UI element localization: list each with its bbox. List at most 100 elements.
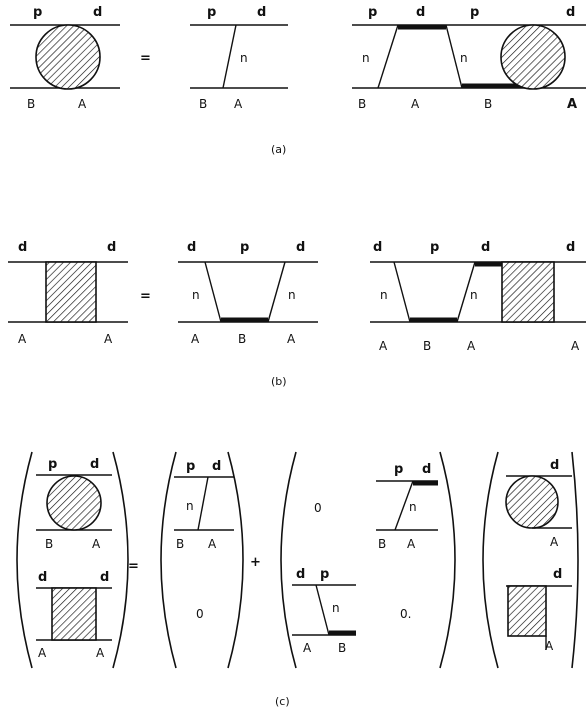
label-top-2: p xyxy=(430,240,439,255)
label-bottom-2: A xyxy=(411,97,420,111)
label-A: A xyxy=(208,537,217,551)
label-A-right: A xyxy=(96,646,105,660)
label-bottom-right: A xyxy=(104,332,113,346)
label-bottom-left: B xyxy=(199,97,207,111)
label-top-3: p xyxy=(470,5,479,20)
left-paren xyxy=(280,451,297,669)
panel-c: p d B A d d A A = p d n B A 0 + xyxy=(16,451,579,708)
label-A: A xyxy=(550,535,559,549)
label-B: B xyxy=(176,537,184,551)
label-p: p xyxy=(48,457,57,472)
equals-sign: = xyxy=(140,51,151,66)
label-bottom-left: A xyxy=(18,332,27,346)
label-B: B xyxy=(338,641,346,655)
label-bottom-2: B xyxy=(423,339,431,353)
left-paren xyxy=(16,451,33,669)
panel-b-middle-diagram: d p d n n A B A xyxy=(178,240,318,346)
label-top-1: d xyxy=(373,240,382,255)
label-bottom-mid: B xyxy=(238,332,246,346)
zero-entry-top: 0 xyxy=(314,501,322,515)
label-top-3: d xyxy=(481,240,490,255)
label-p: p xyxy=(186,459,195,474)
label-bottom-1: A xyxy=(379,339,388,353)
caption-a: (a) xyxy=(271,143,286,156)
label-d-2: d xyxy=(553,567,562,582)
panel-b-left-diagram: d d A A xyxy=(8,240,128,346)
label-top-right: d xyxy=(296,240,305,255)
neutron-line-1 xyxy=(393,261,411,323)
label-bottom-4: A xyxy=(571,339,580,353)
hatched-box-blob xyxy=(501,261,555,323)
label-n-left: n xyxy=(192,288,200,302)
right-paren xyxy=(439,451,456,669)
label-bottom-1: B xyxy=(358,97,366,111)
label-A: A xyxy=(407,537,416,551)
label-n-2: n xyxy=(332,601,340,615)
panel-c-matrix-4: d A d A xyxy=(482,451,579,669)
label-bottom-right: A xyxy=(234,97,243,111)
equals-sign: = xyxy=(140,289,151,304)
panel-a-middle-diagram: p d n B A xyxy=(190,5,288,111)
neutron-line-2 xyxy=(456,261,476,323)
label-top-right: d xyxy=(257,5,266,20)
label-bottom-left: B xyxy=(27,97,35,111)
label-d: d xyxy=(296,567,305,582)
label-top-4: d xyxy=(566,5,575,20)
hatched-box-blob xyxy=(51,587,97,641)
right-paren xyxy=(571,451,579,669)
label-top-1: p xyxy=(368,5,377,20)
label-d: d xyxy=(550,458,559,473)
label-B: B xyxy=(378,537,386,551)
label-A-2: A xyxy=(545,639,554,653)
label-d: d xyxy=(90,457,99,472)
label-d: d xyxy=(422,462,431,477)
label-bottom-3: B xyxy=(484,97,492,111)
right-paren xyxy=(227,451,244,669)
label-d-left: d xyxy=(38,570,47,585)
label-n-1: n xyxy=(362,51,370,65)
caption-c: (c) xyxy=(275,695,290,708)
label-top-left: d xyxy=(18,240,27,255)
neutron-line-left xyxy=(204,261,222,323)
label-top-left: p xyxy=(207,5,216,20)
panel-b: d d A A = d p d n n A B A xyxy=(8,240,586,388)
label-n: n xyxy=(186,499,194,513)
neutron-line-1 xyxy=(377,24,399,89)
neutron-line xyxy=(394,480,414,531)
panel-c-matrix-1: p d B A d d A A xyxy=(16,451,129,669)
panel-a-left-diagram: p d B A xyxy=(10,5,120,111)
label-p: p xyxy=(320,567,329,582)
label-n-right: n xyxy=(288,288,296,302)
label-d-right: d xyxy=(100,570,109,585)
hatched-box-blob xyxy=(45,261,97,323)
left-paren xyxy=(482,451,499,669)
panel-c-matrix-2: p d n B A 0 xyxy=(160,451,244,669)
label-top-left: d xyxy=(187,240,196,255)
label-A: A xyxy=(92,537,101,551)
label-bottom-right: A xyxy=(78,97,87,111)
panel-b-right-diagram: d p d d n n A B A A xyxy=(370,240,586,353)
panel-a: p d B A = p d n B A p d p xyxy=(10,5,586,156)
equals-sign: = xyxy=(128,559,139,574)
label-bottom-3: A xyxy=(467,339,476,353)
neutron-line-2 xyxy=(315,584,330,636)
label-n-1: n xyxy=(380,288,388,302)
label-n: n xyxy=(409,500,417,514)
panel-c-matrix-3: 0 p d n B A d p n A B 0. xyxy=(280,451,456,669)
left-paren xyxy=(160,451,177,669)
label-bottom-right: A xyxy=(287,332,296,346)
zero-entry: 0 xyxy=(196,607,204,621)
label-top-left: p xyxy=(33,5,42,20)
label-B: B xyxy=(45,537,53,551)
zero-entry-bottom: 0. xyxy=(400,607,411,621)
label-n: n xyxy=(240,51,248,65)
caption-b: (b) xyxy=(271,375,287,388)
label-top-right: d xyxy=(93,5,102,20)
label-A-left: A xyxy=(38,646,47,660)
plus-sign: + xyxy=(250,555,261,570)
hatched-circle-blob xyxy=(46,475,102,531)
hatched-circle-blob xyxy=(500,24,566,90)
label-n-2: n xyxy=(470,288,478,302)
label-bottom-left: A xyxy=(191,332,200,346)
